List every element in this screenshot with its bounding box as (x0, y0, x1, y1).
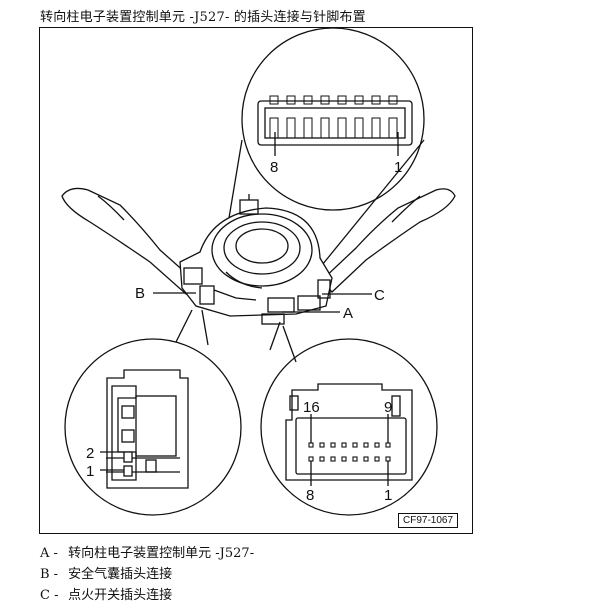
legend-item-a: A - 转向柱电子装置控制单元 -J527- (40, 542, 254, 561)
right-connector-drawing (285, 383, 413, 486)
callout-a: A (343, 305, 353, 322)
callout-b: B (135, 285, 145, 302)
top-pin-label-8: 8 (270, 159, 278, 176)
figure-title: 转向柱电子装置控制单元 -J527- 的插头连接与针脚布置 (40, 10, 366, 25)
top-pin-label-1: 1 (394, 159, 402, 176)
right-pin-label-9: 9 (384, 399, 392, 416)
left-pin-label-1: 1 (86, 463, 94, 480)
figure-frame (39, 27, 473, 534)
legend-key: A - (40, 546, 58, 561)
legend-text: 点火开关插头连接 (68, 588, 173, 603)
legend-text: 安全气囊插头连接 (68, 567, 173, 582)
top-connector-drawing (257, 95, 413, 156)
right-pin-label-8: 8 (306, 487, 314, 504)
legend-key: B - (40, 567, 59, 582)
legend-item-c: C - 点火开关插头连接 (40, 584, 172, 603)
right-detail-circle (260, 338, 438, 516)
callout-c: C (374, 287, 385, 304)
left-stalk (61, 187, 197, 295)
right-pin-label-16: 16 (303, 399, 320, 416)
legend-key: C - (40, 588, 59, 603)
top-detail-circle (241, 27, 425, 211)
left-pin-label-2: 2 (86, 445, 94, 462)
legend-item-b: B - 安全气囊插头连接 (40, 563, 172, 582)
right-pin-label-1: 1 (384, 487, 392, 504)
legend-text: 转向柱电子装置控制单元 -J527- (68, 546, 255, 561)
figure-reference: CF97-1067 (398, 513, 459, 528)
left-detail-circle (64, 338, 242, 516)
